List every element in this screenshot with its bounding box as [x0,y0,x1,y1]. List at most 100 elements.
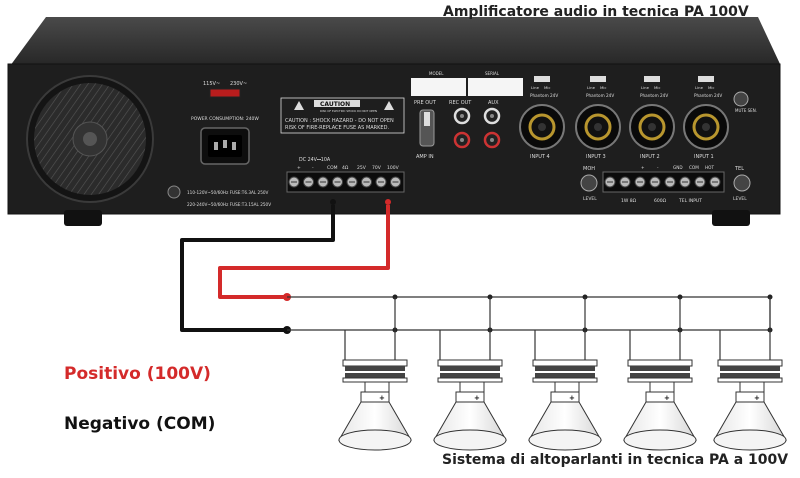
speaker-rim [713,429,787,451]
speaker-transformer [342,359,408,383]
diagram-subtitle: Sistema di altoparlanti in tecnica PA a … [442,452,789,468]
legend-positive: Positivo (100V) [64,364,211,384]
line-label: Line [531,85,540,90]
input-label: INPUT 1 [694,154,714,160]
moh-knob[interactable] [580,174,598,192]
tel-terminal-screw[interactable] [619,176,631,188]
terminal-screw[interactable] [390,176,401,188]
mic-label: Mic [708,85,714,90]
terminal-screws [288,176,401,188]
voltage-switch[interactable] [209,88,241,98]
moh-level-label: LEVEL [583,196,597,202]
speaker-plus-label: + [664,394,670,402]
terminal-label: 25V [357,165,367,171]
line-mic-switch[interactable] [534,76,550,82]
power-consumption: POWER CONSUMPTION: 240W [191,116,259,122]
serial-box [468,78,523,96]
tel-terminal-screw[interactable] [679,176,691,188]
fuse-holder-1[interactable] [167,185,181,199]
diagram-title: Amplificatore audio in tecnica PA 100V [443,4,749,20]
pre-out-label: PRE OUT [414,100,437,106]
speaker-plus-label: + [379,394,385,402]
xlr-input-jack[interactable] [683,104,729,150]
speaker-plus-label: + [474,394,480,402]
tel-terminal-screws [604,176,721,188]
tel-terminal-screw[interactable] [604,176,616,188]
speaker-rim [528,429,602,451]
speaker-plus-label: + [569,394,575,402]
xlr-input-jack[interactable] [519,104,565,150]
model-label: MODEL [429,71,444,76]
phantom-label: Phantom 24V [586,93,614,98]
tel-terminal-block [602,171,725,193]
voltage-115: 115V~ [203,81,220,87]
fuse-label-1: 110-120V~50/60Hz FUSE:T6.3AL 250V [187,190,269,195]
tel-terminal-label: + [641,165,645,170]
caution-line-1: CAUTION : SHOCK HAZARD - DO NOT OPEN [285,118,394,124]
phantom-label: Phantom 24V [530,93,558,98]
mic-label: Mic [544,85,550,90]
tel-knob[interactable] [733,174,751,192]
serial-label: SERIAL [485,71,500,76]
tel-terminal-screw[interactable] [694,176,706,188]
speaker-transformer [717,359,783,383]
terminal-screw[interactable] [303,176,314,188]
voltage-230: 230V~ [230,81,247,87]
moh-label: MOH [583,166,595,172]
terminal-label: 70V [372,165,382,171]
terminal-label: 100V [387,165,400,171]
speaker-rim [338,429,412,451]
line-mic-switch[interactable] [644,76,660,82]
speaker-terminal-block [286,171,405,193]
line-mic-switch[interactable] [590,76,606,82]
phantom-label: Phantom 24V [640,93,668,98]
input-label: INPUT 2 [640,154,660,160]
rca-jack[interactable] [453,131,471,149]
xlr-input-jack[interactable] [575,104,621,150]
speaker-transformer [627,359,693,383]
caution-line-2: RISK OF FIRE-REPLACE FUSE AS MARKED. [285,125,389,131]
speaker-plus-label: + [754,394,760,402]
rca-jack[interactable] [483,131,501,149]
amp-foot-left [64,210,102,226]
terminal-screw[interactable] [375,176,387,188]
mic-label: Mic [600,85,606,90]
rca-jack[interactable] [483,107,501,125]
ohm600-label: 600Ω [654,198,667,204]
tel-terminal-screw[interactable] [664,176,676,188]
phantom-label: Phantom 24V [694,93,722,98]
mute-sen-knob[interactable] [733,91,749,107]
amp-in-switch[interactable] [419,109,435,147]
terminal-label: + [297,165,301,171]
tel-terminal-screw[interactable] [634,176,646,188]
line-mic-switch[interactable] [698,76,714,82]
power-socket[interactable] [200,127,250,165]
terminal-screw[interactable] [288,176,300,188]
tel-level-label: LEVEL [733,196,747,202]
input-label: INPUT 4 [530,154,550,160]
speaker-rim [623,429,697,451]
mute-sen-label: MUTE SEN. [735,108,757,113]
caution-sub: RISK OF ELECTRIC SHOCK DO NOT OPEN [320,109,377,113]
terminal-screw[interactable] [332,176,343,188]
amp-foot-right [712,210,750,226]
model-box [411,78,466,96]
fan [26,75,154,203]
xlr-input-jack[interactable] [629,104,675,150]
rca-jack[interactable] [453,107,471,125]
tel-terminal-screw[interactable] [709,176,721,188]
line-label: Line [641,85,650,90]
tel-terminal-screw[interactable] [649,176,661,188]
mic-label: Mic [654,85,660,90]
terminal-screw[interactable] [346,176,358,188]
tel-input-label: TEL INPUT [678,198,702,204]
tel-terminal-label: - [657,165,659,170]
terminal-screw[interactable] [361,176,372,188]
terminal-screw[interactable] [317,176,329,188]
rca-jacks [453,107,501,149]
amp-top-face [10,17,780,66]
speaker-transformer [532,359,598,383]
